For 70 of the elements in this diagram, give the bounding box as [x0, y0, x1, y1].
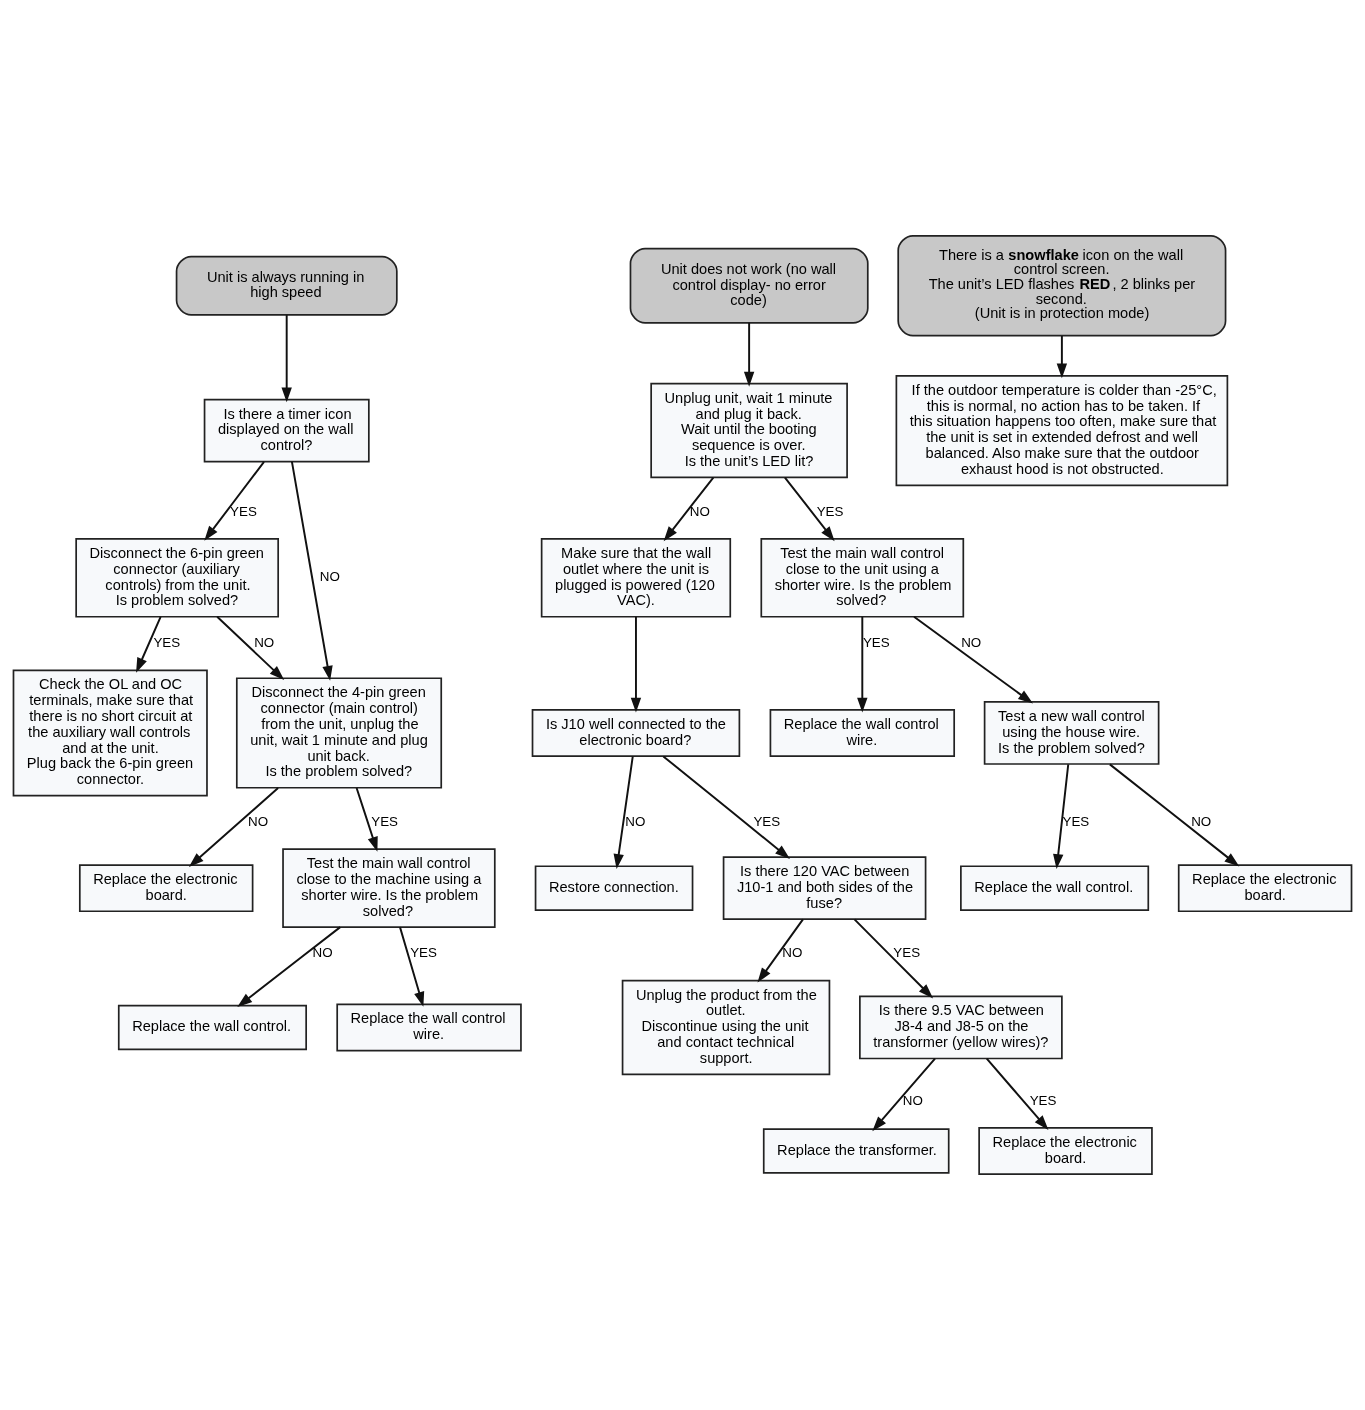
arrow [399, 926, 425, 1007]
arrow [204, 460, 265, 541]
node-box: Replace the wall control wire. [336, 1003, 522, 1052]
node-box: Is there 120 VAC between J10-1 and both sides of the fuse? [722, 856, 927, 921]
node-box: Test the main wall control close to the unit using a shorter wire. Is the problem solved? [760, 538, 965, 618]
node-box: Unplug unit, wait 1 minute and plug it back. Wait until the booting sequence is over. Is the unit’s LED lit? [650, 382, 848, 479]
edge-label: YES [230, 503, 257, 519]
edge-label: NO [902, 1092, 923, 1108]
node-box: Disconnect the 6-pin green connector (auxiliary controls) from the unit. Is problem solved? [75, 538, 280, 618]
arrow [216, 615, 285, 681]
node-box: Make sure that the wall outlet where the unit is plugged is powered (120 VAC). [540, 538, 732, 618]
arrow [663, 476, 715, 542]
edge-label: NO [625, 813, 646, 829]
arrow [757, 918, 804, 983]
node-box: There is a snowflake icon on the wall control screen. The unit’s LED flashes RED, 2 blinks per second. (Unit is in protection mode) [897, 235, 1227, 337]
edge-label: YES [1062, 813, 1090, 829]
edge-label: NO [1191, 813, 1212, 829]
arrow [783, 476, 835, 542]
node-box: Check the OL and OC terminals, make sure that there is no short circuit at the auxiliary wall controls and at the unit. Plug back the 6-pin green connector. [12, 669, 208, 797]
arrow [985, 1057, 1049, 1131]
node-box: Replace the transformer. [762, 1128, 950, 1174]
arrow [355, 787, 378, 852]
node-box: Replace the wall control. [960, 865, 1150, 911]
arrow [136, 615, 162, 673]
arrow [913, 615, 1033, 704]
edge-label: YES [410, 945, 437, 961]
arrow [630, 615, 642, 713]
arrow [281, 314, 292, 403]
edge-label: YES [893, 945, 921, 961]
arrow [1053, 763, 1070, 870]
arrow [1108, 763, 1240, 867]
edge-label: NO [319, 569, 340, 585]
node-box: Is there 9.5 VAC between J8-4 and J8-5 on the transformer (yellow wires)? [859, 995, 1063, 1060]
edge-label: NO [254, 634, 275, 650]
node-box: Disconnect the 4-pin green connector (main control) from the unit, unplug the unit, wait 1 minute and plug unit back. Is the problem solved? [235, 677, 443, 789]
arrow [237, 926, 342, 1007]
node-box: Test the main wall control close to the machine using a shorter wire. Is the problem solved? [282, 848, 496, 928]
arrow [613, 755, 634, 870]
node-box: Restore connection. [534, 865, 694, 911]
node-box: Replace the wall control wire. [769, 709, 956, 757]
arrow [853, 918, 934, 999]
node-box: Test a new wall control using the house wire. Is the problem solved? [983, 701, 1160, 765]
node-box: Replace the electronic board. [978, 1127, 1153, 1175]
arrow [188, 787, 280, 867]
edge-label: YES [862, 634, 890, 650]
edge-label: YES [153, 634, 181, 650]
arrow [743, 321, 755, 387]
node-box: Is J10 well connected to the electronic board? [531, 709, 741, 757]
edge-label: YES [1029, 1092, 1057, 1108]
edge-label: NO [782, 945, 803, 961]
node-box: If the outdoor temperature is colder than -25°C, this is normal, no action has to be taken. If this situation happens too often, make sure that the unit is set in extended defrost and well balanced. Also make sure that the outdoor exhaust hood is not obstructed. [895, 374, 1229, 487]
edge-label: NO [961, 634, 982, 650]
edge-label: YES [753, 813, 781, 829]
arrow [872, 1057, 936, 1132]
edge-label: YES [371, 813, 399, 829]
node-box: Replace the electronic board. [1177, 864, 1353, 913]
edge-label: YES [816, 503, 844, 519]
node-box: Is there a timer icon displayed on the wall control? [203, 398, 370, 463]
node-box: Replace the electronic board. [78, 864, 254, 913]
edge-label: NO [312, 945, 333, 961]
arrow [857, 615, 868, 713]
arrow [1056, 335, 1068, 379]
node-box: Replace the wall control. [117, 1004, 307, 1051]
edge-label: NO [248, 813, 269, 829]
arrow [290, 460, 333, 681]
node-box: Unplug the product from the outlet. Discontinue using the unit and contact technical support. [621, 979, 831, 1076]
node-box: Unit does not work (no wall control display- no error code) [629, 247, 869, 324]
node-box: Unit is always running in high speed [175, 255, 398, 316]
edge-label: NO [689, 503, 710, 519]
arrow [662, 755, 790, 859]
